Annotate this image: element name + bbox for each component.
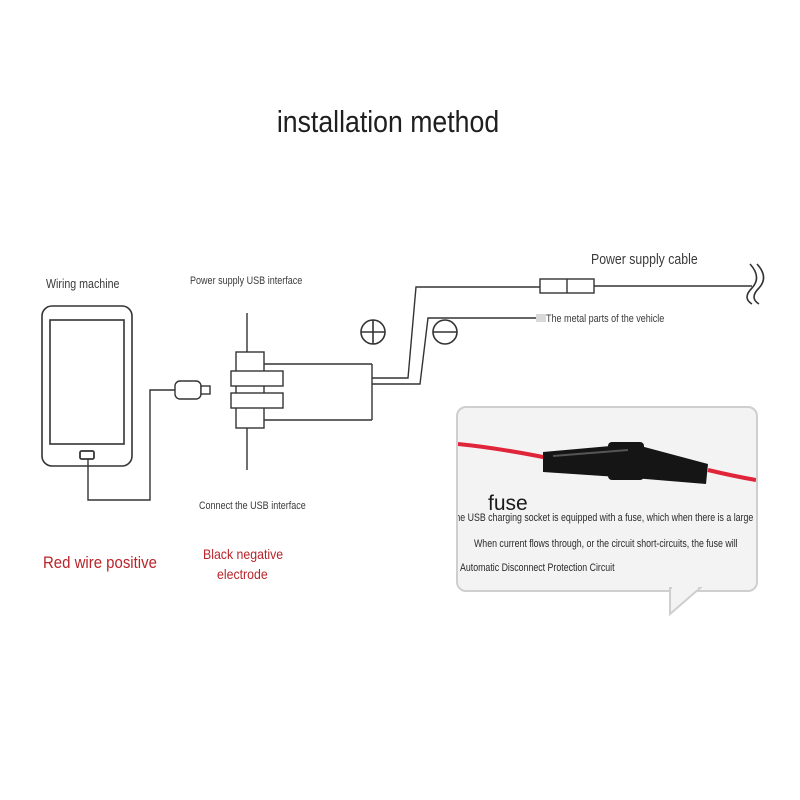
label-black-negative: Black negative [203,546,284,562]
label-power-supply-cable: Power supply cable [591,251,698,268]
label-metal-parts: The metal parts of the vehicle [546,313,665,325]
phone-home-button [79,450,95,460]
micro-usb-plug [174,380,211,400]
fuse-highlight [552,449,629,457]
callout-line-3: Automatic Disconnect Protection Circuit [460,562,615,574]
positive-wire [372,286,540,379]
fuse-body [543,442,708,484]
label-electrode: electrode [217,566,268,582]
cable-continuation-icon [746,263,765,305]
positive-icon [360,319,386,345]
page-title: installation method [276,104,500,139]
vehicle-metal-end [536,314,546,322]
usb-socket [230,351,373,429]
red-wire-right [707,468,756,482]
label-red-wire-positive: Red wire positive [43,553,157,572]
callout-line-2: When current flows through, or the circu… [474,538,738,550]
label-wiring-machine: Wiring machine [46,276,120,291]
callout-title: fuse [488,492,528,515]
label-connect-usb: Connect the USB interface [199,500,306,512]
callout-line-1: The USB charging socket is equipped with… [456,512,754,524]
fuse-callout: fuse The USB charging socket is equipped… [456,406,758,592]
phone-device [41,305,133,467]
red-wire-left [458,442,549,460]
label-power-usb-interface: Power supply USB interface [190,275,303,287]
usb-cable [87,389,175,501]
fuse-photo [458,442,756,484]
inline-fuse-holder [539,278,595,294]
negative-icon [432,319,458,345]
negative-wire [372,317,540,385]
